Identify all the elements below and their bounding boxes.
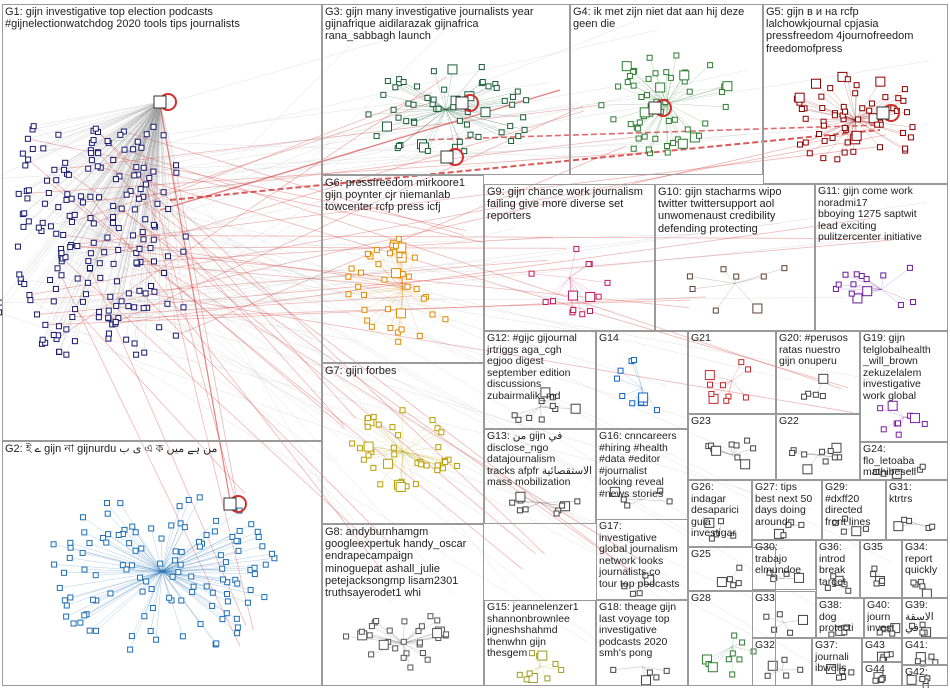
group-label: G9: gijn chance work journalism failing … <box>487 186 652 329</box>
group-box-g17: G17: investigative global journalism net… <box>596 519 688 600</box>
group-box-g37: G37: journali ibwells <box>812 638 862 686</box>
group-box-g40: G40: journ invest <box>864 598 902 638</box>
group-label: G15: jeannelenzer1 shannonbrownlee jigne… <box>487 602 593 684</box>
group-label: G41: <box>905 640 945 663</box>
group-label: G6: pressfreedom mirkoore1 gijn poynter … <box>325 177 481 361</box>
group-box-g2: G2: ই ے gijn না gijnurdu ی ب এ ক من ہے م… <box>2 441 322 686</box>
group-box-g34: G34: report quickly <box>902 540 948 598</box>
group-box-g16: G16: cnncareers #hiring #health #data #e… <box>596 429 688 520</box>
group-box-g19: G19: gijn telglobalhealth _will_brown ze… <box>860 331 948 442</box>
group-label: G44 <box>865 664 899 684</box>
group-label: G2: ই ے gijn না gijnurdu ی ب এ ক من ہے م… <box>5 443 319 684</box>
group-box-g30: G30: trabajo elmundoe <box>752 540 816 590</box>
group-box-g11: G11: gijn come work noradmi17 bboying 12… <box>815 184 948 331</box>
group-label: G34: report quickly <box>905 542 945 596</box>
group-label: G30: trabajo elmundoe <box>755 542 813 588</box>
group-box-g21: G21 <box>688 331 776 414</box>
group-label: G16: cnncareers #hiring #health #data #e… <box>599 431 685 518</box>
group-box-g41: G41: <box>902 638 948 665</box>
group-box-g38: G38: dog protecti <box>816 598 864 638</box>
group-label: G39: الاسقة في <box>905 600 945 636</box>
group-box-g8: G8: andyburnhamgm googleexpertuk handy_o… <box>322 524 484 686</box>
group-label: G22 <box>779 416 857 478</box>
group-box-g35: G35 <box>860 540 902 598</box>
group-box-g31: G31: ktrtrs <box>886 480 948 540</box>
group-box-g39: G39: الاسقة في <box>902 598 948 638</box>
group-label: G18: theage gijn last voyage top investi… <box>599 602 685 684</box>
group-label: G13: من gijn في disclose_ngo datajournal… <box>487 431 593 522</box>
group-box-g26: G26: indagar desaparici guia investigar <box>688 480 752 547</box>
group-label: G12: #gijc gijournal jrtriggs aga_cgh eg… <box>487 333 593 427</box>
group-label: G1: gijn investigative top election podc… <box>5 6 319 439</box>
group-label: G37: journali ibwells <box>815 640 859 684</box>
group-label: G42: <box>905 667 945 684</box>
group-box-g13: G13: من gijn في disclose_ngo datajournal… <box>484 429 596 524</box>
group-label: G11: gijn come work noradmi17 bboying 12… <box>818 186 945 329</box>
group-label: G35 <box>863 542 899 596</box>
group-box-g1: G1: gijn investigative top election podc… <box>2 4 322 441</box>
group-box-g22: G22 <box>776 414 860 480</box>
group-box-g23: G23 <box>688 414 776 480</box>
group-label: G32 <box>755 640 809 684</box>
group-label: G38: dog protecti <box>819 600 861 636</box>
group-box-g43: G43 <box>862 638 902 662</box>
group-label: G23 <box>691 416 773 478</box>
group-box-g7: G7: gijn forbes <box>322 363 484 524</box>
group-box-g3: G3: gijn many investigative journalists … <box>322 4 570 175</box>
group-box-g6: G6: pressfreedom mirkoore1 gijn poynter … <box>322 175 484 363</box>
group-box-g20: G20: #perusos ratas nuestro gijn onuperu <box>776 331 860 414</box>
group-label: G24: flo_letoaba mathibesell honourable <box>863 444 945 478</box>
group-label: G17: investigative global journalism net… <box>599 521 685 598</box>
group-label: G19: gijn telglobalhealth _will_brown ze… <box>863 333 945 440</box>
group-label: G29: #dxff20 directed front lines <box>825 482 883 538</box>
group-box-g33: G33 <box>752 591 816 638</box>
group-box-g9: G9: gijn chance work journalism failing … <box>484 184 655 331</box>
group-label: G43 <box>865 640 899 660</box>
group-label: G3: gijn many investigative journalists … <box>325 6 567 173</box>
group-box-g5: G5: gijn в и на rcfp lalchowkjournal cpj… <box>763 4 948 184</box>
group-label: G14 <box>599 333 685 427</box>
group-box-g14: G14 <box>596 331 688 429</box>
group-label: G5: gijn в и на rcfp lalchowkjournal cpj… <box>766 6 945 182</box>
group-box-g36: G36: introd break target <box>816 540 860 598</box>
group-box-g42: G42: <box>902 665 948 686</box>
group-box-g15: G15: jeannelenzer1 shannonbrownlee jigne… <box>484 600 596 686</box>
group-label: G8: andyburnhamgm googleexpertuk handy_o… <box>325 526 481 684</box>
group-label: G21 <box>691 333 773 412</box>
group-label: G20: #perusos ratas nuestro gijn onuperu <box>779 333 857 412</box>
group-box-g44: G44 <box>862 662 902 686</box>
group-box-g10: G10: gijn stacharms wipo twitter twitter… <box>655 184 815 331</box>
group-label: G26: indagar desaparici guia investigar <box>691 482 749 545</box>
group-label: G40: journ invest <box>867 600 899 636</box>
group-box-g27: G27: tips best next 50 days doing around <box>752 480 822 540</box>
group-label: G27: tips best next 50 days doing around <box>755 482 819 538</box>
group-label: G7: gijn forbes <box>325 365 481 522</box>
group-box-g18: G18: theage gijn last voyage top investi… <box>596 600 688 686</box>
group-label: G4: ik met zijn niet dat aan hij deze ge… <box>573 6 760 173</box>
group-label: G36: introd break target <box>819 542 857 596</box>
group-box-g12: G12: #gijc gijournal jrtriggs aga_cgh eg… <box>484 331 596 429</box>
group-label: G31: ktrtrs <box>889 482 945 538</box>
group-box-g4: G4: ik met zijn niet dat aan hij deze ge… <box>570 4 763 175</box>
group-box-g24: G24: flo_letoaba mathibesell honourable <box>860 442 948 480</box>
group-box-g29: G29: #dxff20 directed front lines <box>822 480 886 540</box>
group-label: G33 <box>755 593 813 636</box>
group-box-g32: G32 <box>752 638 812 686</box>
group-label: G10: gijn stacharms wipo twitter twitter… <box>658 186 812 329</box>
